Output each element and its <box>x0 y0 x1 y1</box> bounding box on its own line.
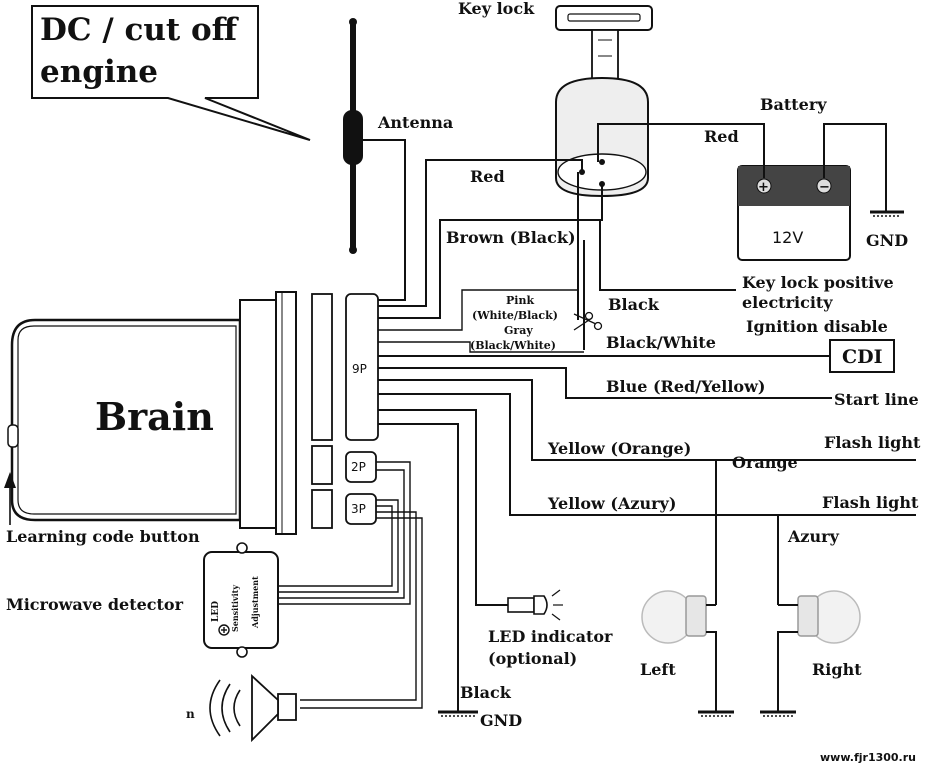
speaker-mark: n <box>186 707 195 721</box>
key-lock-positive-line2: electricity <box>742 293 833 312</box>
wire-orange-label: Orange <box>732 453 798 472</box>
left-light-label: Left <box>640 660 676 679</box>
start-line-label: Start line <box>834 390 919 409</box>
learning-code-button-label: Learning code button <box>6 527 200 546</box>
ground-icon <box>870 210 904 217</box>
brain-slot-3 <box>311 489 333 529</box>
cdi-label: CDI <box>842 346 883 368</box>
gnd-battery-label: GND <box>866 231 908 250</box>
wire-gray-label: Gray <box>504 324 533 337</box>
wire-azury-label: Azury <box>787 527 840 546</box>
watermark: www.fjr1300.ru <box>820 751 916 764</box>
key-lock-icon <box>555 5 653 198</box>
microwave-detector: LED Sensitivity Adjustment <box>203 542 279 658</box>
battery-label: Battery <box>760 95 827 114</box>
wire-yellow-orange-label: Yellow (Orange) <box>547 439 691 458</box>
speaker-icon <box>209 673 297 743</box>
key-lock-positive-line1: Key lock positive <box>742 273 894 292</box>
ground-icon <box>698 710 734 717</box>
brain-label: Brain <box>95 394 214 439</box>
wire-black-white-small-label: (Black/White) <box>470 339 556 352</box>
arrow-up-icon <box>4 472 16 525</box>
title-line2: engine <box>40 54 158 90</box>
ground-icon <box>760 710 796 717</box>
flash-light-1-label: Flash light <box>824 433 921 452</box>
brain-slot-1 <box>311 293 333 441</box>
led-icon <box>507 589 563 621</box>
wire-red-battery-label: Red <box>704 127 739 146</box>
wire-blue-label: Blue (Red/Yellow) <box>606 377 765 396</box>
battery-icon: + − 12V <box>737 165 851 261</box>
key-lock-label: Key lock <box>458 0 535 18</box>
title-callout: DC / cut off engine <box>31 5 311 141</box>
brain-slot-2 <box>311 445 333 485</box>
connector-3p: 3P <box>345 493 377 525</box>
ignition-disable-label: Ignition disable <box>746 317 888 336</box>
battery-voltage: 12V <box>772 228 803 247</box>
connector-9p-label: 9P <box>352 362 367 376</box>
title-line1: DC / cut off <box>40 12 240 48</box>
wire-black-gnd-label: Black <box>460 683 512 702</box>
wire-pink-label: Pink <box>506 294 534 307</box>
connector-2p-label: 2P <box>351 460 366 474</box>
antenna-icon <box>343 18 363 254</box>
wire-black-key-label: Black <box>608 295 660 314</box>
detector-led-label: LED <box>211 601 221 622</box>
wire-brown-black-label: Brown (Black) <box>446 228 576 247</box>
brain-module: Brain <box>7 291 297 535</box>
gnd-main-label: GND <box>480 711 522 730</box>
ground-icon <box>438 710 478 717</box>
battery-minus-label: − <box>819 180 830 195</box>
connector-2p: 2P <box>345 451 377 483</box>
detector-adjustment-label: Adjustment <box>250 576 260 629</box>
detector-sensitivity-label: Sensitivity <box>230 585 240 632</box>
flash-light-2-label: Flash light <box>822 493 919 512</box>
cdi-box: CDI <box>829 339 895 373</box>
led-indicator-line1: LED indicator <box>488 627 613 646</box>
right-light-label: Right <box>812 660 862 679</box>
led-indicator-line2: (optional) <box>488 649 577 668</box>
wire-white-black-label: (White/Black) <box>472 309 558 322</box>
wire-yellow-azury-label: Yellow (Azury) <box>547 494 676 513</box>
antenna-label: Antenna <box>377 113 453 132</box>
connector-9p: 9P <box>345 293 379 441</box>
wire-red-key-label: Red <box>470 167 505 186</box>
wire-black-white-label: Black/White <box>606 333 716 352</box>
bulb-icon <box>777 590 861 712</box>
scissors-icon <box>573 311 603 331</box>
battery-plus-label: + <box>758 180 769 195</box>
bulb-icon <box>641 590 717 712</box>
connector-3p-label: 3P <box>351 502 366 516</box>
microwave-detector-label: Microwave detector <box>6 595 184 614</box>
